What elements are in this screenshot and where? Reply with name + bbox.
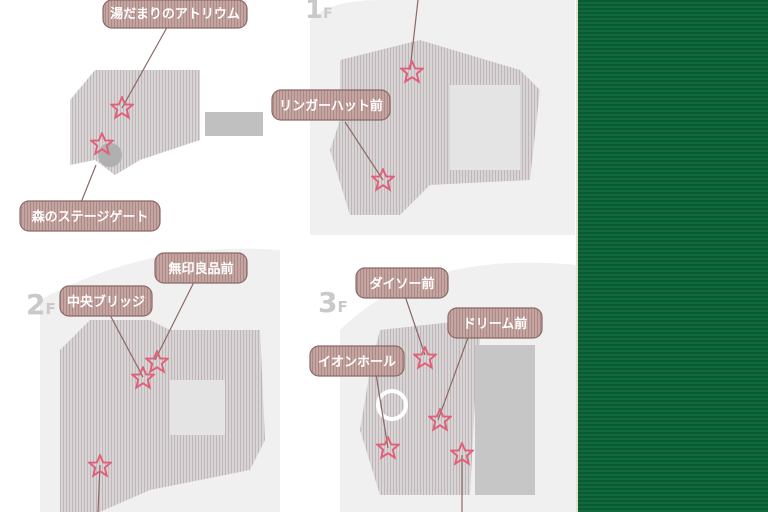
floor-maps: 1F 2F 3F 湯だまりのアト	[19, 0, 576, 512]
svg-text:リンガーハット前: リンガーハット前	[279, 98, 383, 114]
svg-text:無印良品前: 無印良品前	[168, 261, 233, 277]
floor-label-2f: 2F	[26, 288, 56, 321]
floor-label-1f: 1F	[305, 0, 333, 25]
svg-text:イオンホール: イオンホール	[318, 355, 396, 370]
svg-text:森のステージゲート: 森のステージゲート	[32, 209, 149, 225]
svg-text:ダイソー前: ダイソー前	[369, 276, 434, 292]
svg-text:ドリーム前: ドリーム前	[463, 316, 528, 332]
callout-dream-mae[interactable]: ドリーム前	[447, 307, 543, 339]
callout-ringer-hut-mae[interactable]: リンガーハット前	[271, 89, 391, 121]
callout-chuo-bridge[interactable]: 中央ブリッジ	[59, 285, 153, 317]
floor-map-b1	[70, 70, 263, 175]
svg-text:湯だまりのアトリウム: 湯だまりのアトリウム	[110, 6, 240, 22]
building-outline	[60, 320, 265, 512]
building-block	[376, 389, 408, 421]
callout-mori-stage-gate[interactable]: 森のステージゲート	[19, 200, 161, 232]
building-block	[475, 345, 535, 495]
svg-text:中央ブリッジ: 中央ブリッジ	[67, 294, 145, 310]
leader-lines	[79, 0, 471, 512]
floor-map-3f: 3F	[318, 262, 576, 512]
building-block	[205, 112, 263, 136]
floor-map-area: 1F 2F 3F 湯だまりのアト	[19, 0, 576, 512]
side-panel	[576, 0, 768, 512]
callout-muji-mae[interactable]: 無印良品前	[154, 252, 248, 284]
floor-label-3f: 3F	[318, 286, 348, 319]
building-block	[450, 85, 520, 170]
building-block	[98, 143, 122, 167]
callout-daiso-mae[interactable]: ダイソー前	[355, 267, 449, 299]
callout-aeon-hall[interactable]: イオンホール	[309, 345, 405, 377]
building-block	[170, 380, 225, 435]
callout-yudamari-atrium[interactable]: 湯だまりのアトリウム	[102, 0, 248, 29]
